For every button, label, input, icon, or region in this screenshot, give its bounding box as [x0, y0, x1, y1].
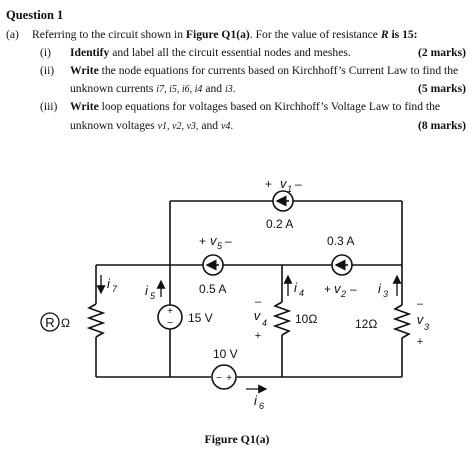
- voltage-source-10v: − +: [211, 364, 237, 390]
- v5-label: v: [210, 233, 218, 248]
- v4-plus: +: [255, 330, 261, 342]
- v4-sub: 4: [262, 318, 267, 328]
- item-iii: (iii) Write loop equations for voltages b…: [40, 100, 440, 113]
- i3-label: i: [378, 281, 382, 296]
- i6-sub: 6: [259, 401, 264, 411]
- item-roman: (iii): [40, 100, 58, 113]
- v5-plus: +: [199, 234, 206, 248]
- item-text2-vars: i7, i5, i6, i4: [156, 84, 203, 95]
- i4-label: i: [294, 280, 298, 295]
- item-verb: Identify: [70, 46, 110, 59]
- item-ii: (ii) Write the node equations for current…: [40, 64, 458, 77]
- item-verb: Write: [70, 100, 99, 113]
- v2-sub: 2: [340, 289, 346, 299]
- item-text2-prefix: unknown voltages: [70, 119, 158, 132]
- label-10ohm: 10Ω: [295, 312, 317, 326]
- resistor-r: [86, 303, 106, 338]
- v4-label: v: [254, 308, 262, 323]
- item-text2-and: and: [202, 82, 225, 95]
- i6-label: i: [254, 393, 258, 408]
- label-05a: 0.5 A: [199, 282, 226, 296]
- i3-sub: 3: [383, 289, 388, 299]
- svg-text:+: +: [167, 306, 173, 317]
- voltage-source-15v: + −: [157, 304, 183, 330]
- r-label: R: [45, 315, 54, 330]
- i7-sub: 7: [112, 284, 118, 294]
- v1-minus: –: [295, 177, 302, 191]
- item-text: the node equations for currents based on…: [98, 64, 459, 77]
- svg-text:+: +: [226, 373, 232, 384]
- part-text-r: R: [380, 28, 389, 41]
- v3-plus: +: [417, 336, 423, 348]
- item-text2-prefix: unknown currents: [70, 82, 157, 95]
- item-text: loop equations for voltages based on Kir…: [98, 100, 441, 113]
- item-text2-last: i3: [224, 84, 233, 95]
- r-ohm: Ω: [61, 316, 70, 330]
- item-text2-end: .: [230, 119, 234, 132]
- item-verb: Write: [70, 64, 99, 77]
- question-title: Question 1: [6, 8, 64, 22]
- item-iii-marks: (8 marks): [418, 119, 466, 132]
- label-12ohm: 12Ω: [355, 317, 377, 331]
- r-circle: [40, 312, 60, 332]
- part-text-3: is 15:: [388, 28, 418, 41]
- svg-text:−: −: [216, 373, 222, 384]
- v1-label: v: [280, 176, 288, 191]
- item-roman: (i): [40, 46, 51, 59]
- v1-plus: +: [265, 177, 272, 191]
- part-text-2: . For the value of resistance: [249, 28, 381, 41]
- v5-sub: 5: [217, 241, 223, 251]
- v3-sub: 3: [424, 322, 429, 332]
- item-i: (i) Identify and label all the circuit es…: [40, 46, 351, 59]
- current-source-05: [202, 254, 224, 276]
- v3-label: v: [417, 312, 425, 327]
- item-ii-marks: (5 marks): [418, 82, 466, 95]
- current-source-03: [331, 254, 353, 276]
- i7-label: i: [107, 276, 111, 291]
- item-iii-line2: unknown voltages v1, v2, v3, and v4.: [70, 119, 233, 132]
- label-03a: 0.3 A: [327, 234, 354, 248]
- figure-caption: Figure Q1(a): [204, 432, 270, 446]
- i5-label: i: [145, 283, 149, 298]
- resistor-10: [272, 301, 292, 336]
- current-source-02: [272, 190, 294, 212]
- label-15v: 15 V: [188, 311, 213, 325]
- item-text: and label all the circuit essential node…: [109, 46, 351, 59]
- question-part-a: (a) Referring to the circuit shown in Fig…: [6, 28, 418, 41]
- v2-minus: –: [350, 282, 357, 296]
- resistor-12: [392, 304, 412, 339]
- svg-text:−: −: [167, 318, 173, 329]
- v3-minus: –: [417, 298, 424, 310]
- item-ii-line2: unknown currents i7, i5, i6, i4 and i3.: [70, 82, 236, 95]
- part-label: (a): [6, 28, 19, 41]
- item-text2-and: and: [198, 119, 221, 132]
- v5-minus: –: [225, 234, 232, 248]
- v2-plus: +: [324, 282, 331, 296]
- part-text-figure: Figure Q1(a): [185, 28, 250, 41]
- v1-sub: 1: [287, 184, 292, 194]
- item-i-marks: (2 marks): [418, 46, 466, 59]
- label-02a: 0.2 A: [266, 217, 293, 231]
- label-10v: 10 V: [213, 347, 238, 361]
- i4-sub: 4: [299, 288, 304, 298]
- item-text2-end: .: [232, 82, 236, 95]
- item-text2-last: v4: [220, 121, 231, 132]
- item-text2-vars: v1, v2, v3,: [157, 121, 199, 132]
- v4-minus: –: [255, 296, 262, 308]
- v2-label: v: [334, 281, 342, 296]
- part-text-1: Referring to the circuit shown in: [32, 28, 186, 41]
- item-roman: (ii): [40, 64, 55, 77]
- i5-sub: 5: [150, 291, 156, 301]
